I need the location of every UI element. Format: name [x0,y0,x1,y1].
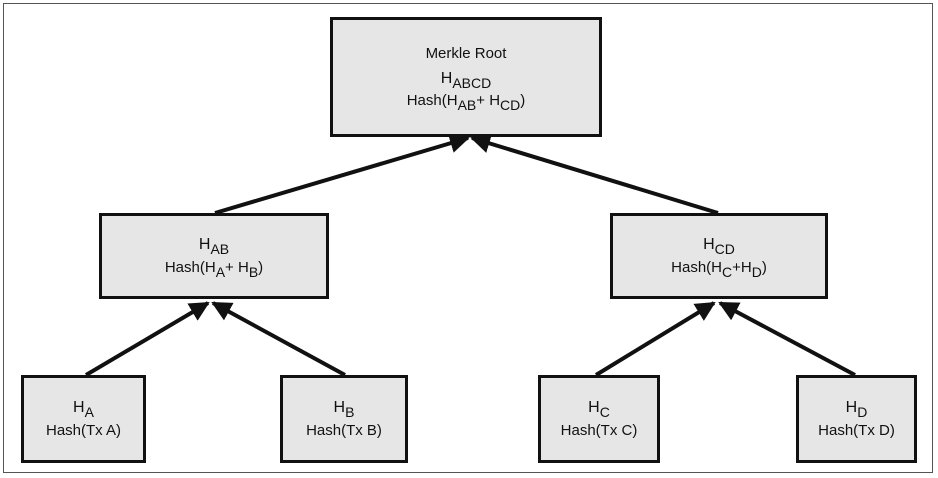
ab-formula: Hash(HA+ HB) [164,258,264,280]
root-hash-label: HABCD [440,69,492,91]
cd-hash-label: HCD [703,236,735,258]
merkle-root-caption: Merkle Root [425,44,507,62]
root-formula: Hash(HAB+ HCD) [406,92,526,114]
leaf-b-node: HB Hash(Tx B) [280,375,408,463]
leaf-a-hash-label: HA [73,399,94,421]
cd-formula: Hash(HC+HD) [671,258,767,280]
hash-cd-node: HCD Hash(HC+HD) [610,213,828,299]
leaf-c-hash-label: HC [588,399,610,421]
leaf-b-label: Hash(Tx B) [306,421,382,439]
leaf-a-node: HA Hash(Tx A) [21,375,146,463]
leaf-d-label: Hash(Tx D) [818,421,895,439]
leaf-b-hash-label: HB [333,399,355,421]
ab-hash-label: HAB [198,236,230,258]
leaf-c-node: HC Hash(Tx C) [538,375,660,463]
leaf-c-label: Hash(Tx C) [560,421,638,439]
hash-ab-node: HAB Hash(HA+ HB) [99,213,329,299]
leaf-a-label: Hash(Tx A) [45,421,121,439]
merkle-root-node: Merkle Root HABCD Hash(HAB+ HCD) [330,17,602,137]
leaf-d-hash-label: HD [845,399,868,421]
leaf-d-node: HD Hash(Tx D) [796,375,917,463]
